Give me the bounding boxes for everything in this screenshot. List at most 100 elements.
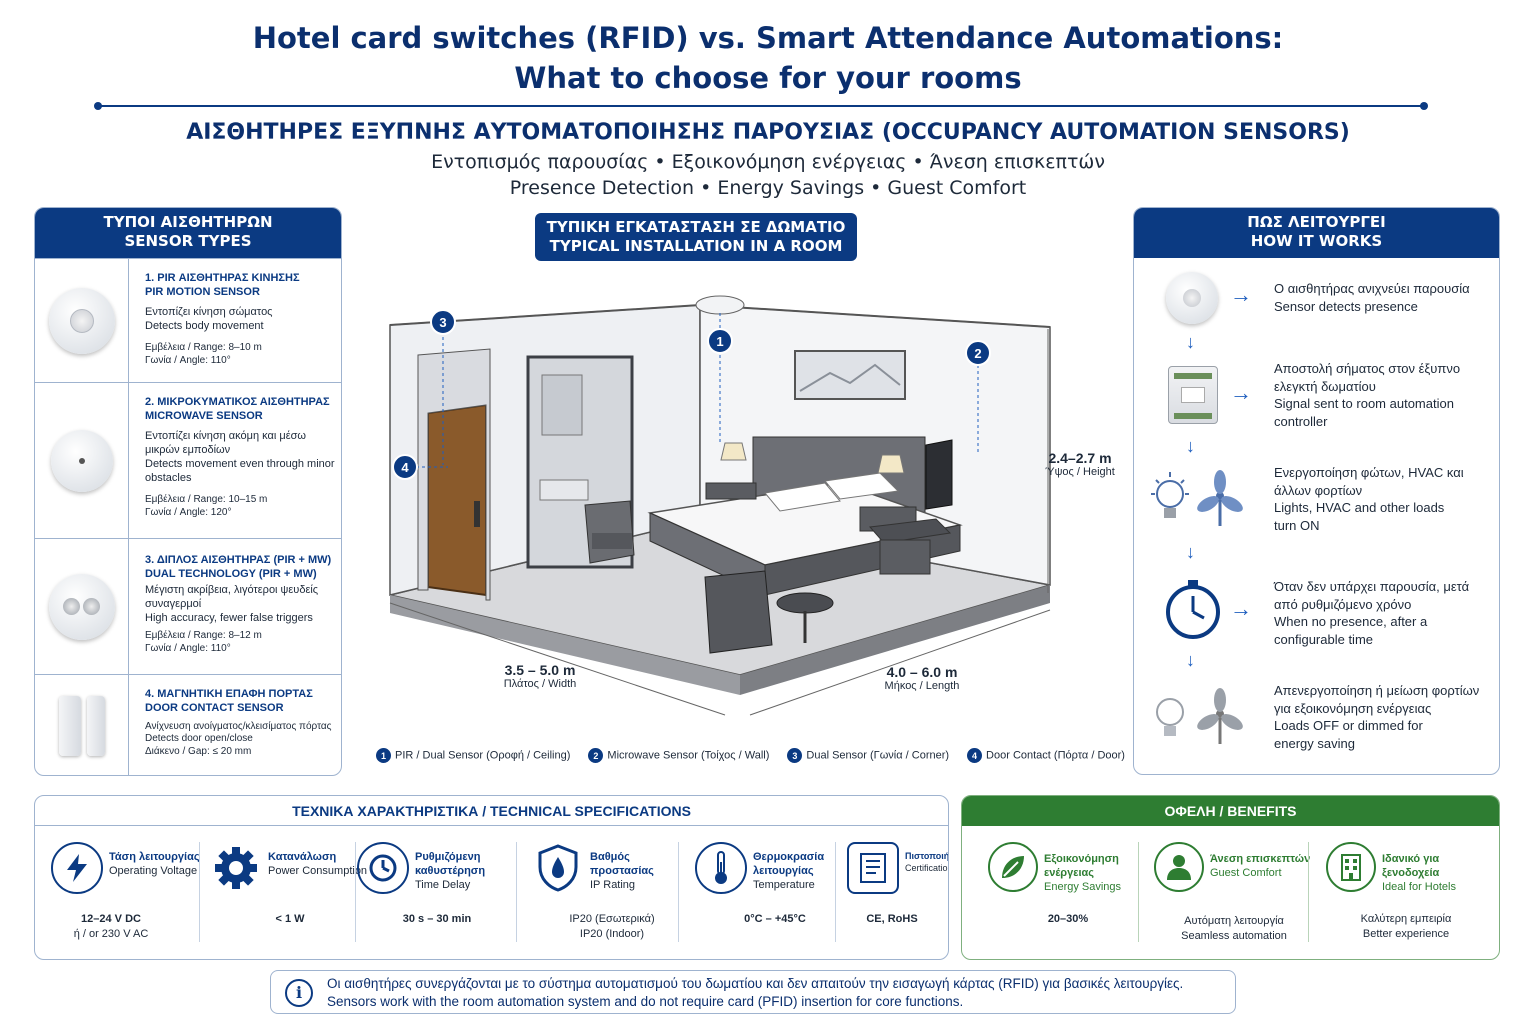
spec-voltage-label-en: Operating Voltage — [109, 865, 198, 877]
how-it-works-header-en: HOW IT WORKS — [1250, 232, 1383, 250]
benefit-energy-label-en: Energy Savings — [1044, 881, 1122, 893]
marker-1[interactable]: 1 — [707, 328, 733, 354]
step-4-gr: Όταν δεν υπάρχει παρουσία, μετά από ρυθμ… — [1274, 579, 1470, 612]
step-3-en: Lights, HVAC and other loads turn ON — [1274, 500, 1445, 533]
legend-num-1: 1 — [376, 748, 391, 763]
door-gap: Διάκενο / Gap: ≤ 20 mm — [145, 746, 252, 757]
sensor-types-header-gr: ΤΥΠΟΙ ΑΙΣΘΗΤΗΡΩΝ — [103, 213, 273, 231]
lightning-icon — [51, 842, 103, 894]
dual-angle: Γωνία / Angle: 110° — [145, 643, 231, 654]
spec-divider — [678, 842, 679, 942]
door-contact-image — [35, 675, 129, 775]
ceiling-sensor — [695, 295, 745, 315]
benefit-energy-value: 20–30% — [1047, 913, 1089, 925]
length-value: 4.0 – 6.0 m — [886, 664, 958, 680]
marker-4[interactable]: 4 — [392, 454, 418, 480]
door-title-gr: 4. ΜΑΓΝΗΤΙΚΗ ΕΠΑΦΗ ΠΟΡΤΑΣ — [145, 688, 313, 700]
controller-icon — [1168, 366, 1218, 424]
light-fan-off-icon — [1156, 688, 1243, 744]
width-dimension: 3.5 – 5.0 m Πλάτος / Width — [480, 662, 600, 690]
bathroom-sink — [539, 479, 589, 501]
shield-icon — [532, 842, 584, 894]
entrance-door — [427, 403, 487, 597]
svg-text:1: 1 — [716, 334, 723, 349]
microwave-sensor-icon — [50, 429, 113, 492]
benefit-divider — [1308, 842, 1309, 942]
spec-ip-value-alt: IP20 (Indoor) — [579, 928, 645, 940]
marker-2[interactable]: 2 — [965, 340, 991, 366]
sensor-row-dual[interactable]: 3. ΔΙΠΛΟΣ ΑΙΣΘΗΤΗΡΑΣ (PIR + MW)DUAL TECH… — [35, 538, 341, 674]
pillow-left — [764, 482, 841, 512]
info-icon: i — [285, 979, 313, 1007]
step-2-gr: Αποστολή σήματος στον έξυπνο ελεγκτή δωμ… — [1274, 361, 1461, 394]
microwave-range: Εμβέλεια / Range: 10–15 m — [145, 494, 268, 505]
width-value: 3.5 – 5.0 m — [504, 662, 576, 678]
bathroom-mirror — [541, 374, 583, 436]
spec-voltage-value: 12–24 V DC — [81, 913, 141, 925]
door-title-en: DOOR CONTACT SENSOR — [145, 702, 284, 714]
spec-delay-value: 30 s – 30 min — [402, 913, 472, 925]
note-text-en: Sensors work with the room automation sy… — [327, 994, 964, 1009]
step-1-en: Sensor detects presence — [1274, 298, 1418, 314]
wall-tv — [925, 439, 953, 510]
step-5-en: Loads OFF or dimmed for energy saving — [1274, 718, 1423, 751]
spec-divider — [516, 842, 517, 942]
room-header: ΤΥΠΙΚΗ ΕΓΚΑΤΑΣΤΑΣΗ ΣΕ ΔΩΜΑΤΙΟ TYPICAL IN… — [535, 213, 857, 261]
title-line-1: Hotel card switches (RFID) vs. Smart Att… — [252, 21, 1284, 55]
room-illustration: 1 2 3 4 — [389, 295, 1051, 716]
certificate-icon — [847, 842, 899, 894]
pir-desc-gr: Εντοπίζει κίνηση σώματος — [145, 306, 273, 318]
marker-3[interactable]: 3 — [430, 309, 456, 335]
pillow-right — [824, 472, 900, 500]
floor-slab-right — [740, 585, 1050, 695]
arrow-right-icon: → — [1230, 596, 1252, 621]
step-no-presence: → Όταν δεν υπάρχει παρουσία, μετά από ρυ… — [1134, 576, 1499, 652]
pir-angle: Γωνία / Angle: 110° — [145, 355, 231, 366]
armchair-left — [584, 500, 635, 564]
hotel-icon — [1326, 842, 1376, 892]
sensor-row-door-contact[interactable]: 4. ΜΑΓΝΗΤΙΚΗ ΕΠΑΦΗ ΠΟΡΤΑΣ DOOR CONTACT SE… — [35, 674, 341, 775]
spec-cert-label-en: Certifications — [905, 863, 948, 873]
step-5-gr: Απενεργοποίηση ή μείωση φορτίων για εξοι… — [1274, 683, 1480, 716]
spec-certifications: ΠιστοποιήσειςCertifications CE, RoHS — [847, 842, 948, 942]
door-lock — [474, 501, 480, 527]
pir-sensor-image — [35, 259, 129, 382]
timer-icon — [1166, 580, 1220, 639]
spec-temp-label-en: Temperature — [753, 879, 815, 891]
width-dimension-line — [389, 602, 726, 716]
height-dimension: 2.4–2.7 m Ύψος / Height — [1040, 450, 1120, 478]
title-divider — [94, 102, 1428, 110]
legend-text-4: Door Contact (Πόρτα / Door) — [986, 749, 1125, 762]
spec-power-label-gr: Κατανάλωση — [268, 851, 337, 863]
benefit-hotels-label-gr: Ιδανικό για ξενοδοχεία — [1382, 853, 1440, 879]
spec-delay-label-en: Time Delay — [415, 879, 471, 891]
door-contact-icon — [58, 696, 105, 756]
painting-mountains — [799, 363, 901, 392]
step-turn-off: Απενεργοποίηση ή μείωση φορτίων για εξοι… — [1134, 682, 1499, 762]
lamp-left — [720, 442, 747, 461]
step-3-gr: Ενεργοποίηση φώτων, HVAC και άλλων φορτί… — [1274, 465, 1464, 498]
desk — [869, 518, 952, 544]
leaf-icon — [988, 842, 1038, 892]
info-note: i Οι αισθητήρες συνεργάζονται με το σύστ… — [270, 970, 1236, 1014]
spec-temp-value: 0°C – +45°C — [744, 913, 806, 925]
benefit-energy-label-gr: Εξοικονόμηση ενέργειας — [1044, 853, 1119, 879]
pir-title-gr: 1. PIR ΑΙΣΘΗΤΗΡΑΣ ΚΙΝΗΣΗΣ — [145, 272, 300, 284]
room-header-en: TYPICAL INSTALLATION IN A ROOM — [549, 237, 843, 255]
room-header-gr: ΤΥΠΙΚΗ ΕΓΚΑΤΑΣΤΑΣΗ ΣΕ ΔΩΜΑΤΙΟ — [546, 218, 846, 236]
arrow-down-icon: ↓ — [1186, 332, 1195, 352]
dual-sensor-icon — [48, 573, 115, 640]
tagline-greek: Εντοπισμός παρουσίας • Εξοικονόμηση ενέρ… — [431, 151, 1105, 173]
gear-icon — [210, 842, 262, 894]
timer-icon — [357, 842, 409, 894]
